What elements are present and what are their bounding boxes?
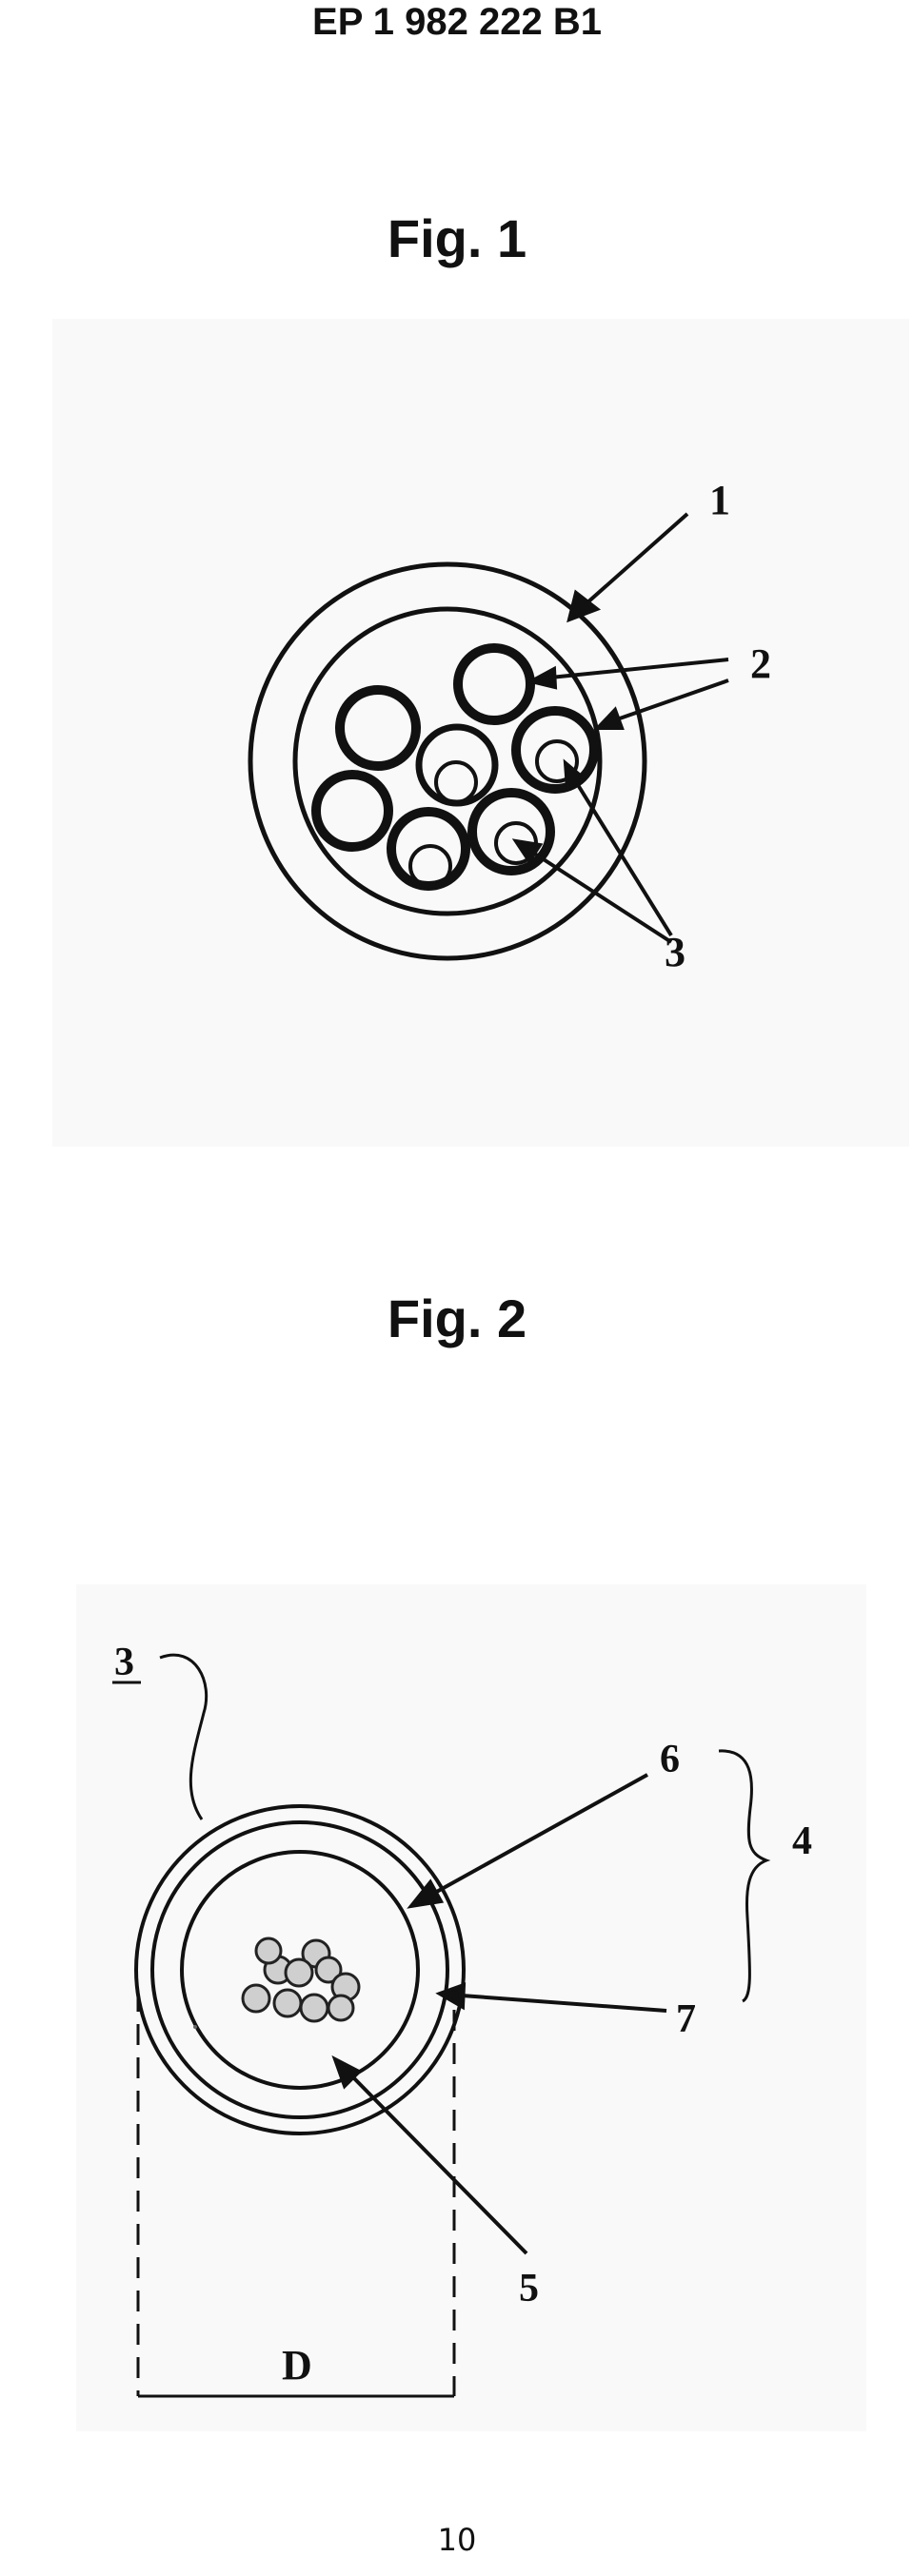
- document-header: EP 1 982 222 B1: [312, 1, 602, 43]
- arrowhead-3b: [511, 838, 544, 865]
- figure-2-label-3: 3: [114, 1641, 134, 1684]
- fiber-inner-coating: [150, 1820, 449, 2119]
- figure-2-scan-background: [76, 1584, 866, 2431]
- arrowhead-2a: [526, 665, 558, 690]
- figure-1-drawing: 1 2 3: [0, 314, 914, 1151]
- leader-line-5: [350, 2075, 528, 2255]
- page-number: 10: [437, 2522, 477, 2558]
- fiber-5: [311, 770, 393, 852]
- figure-2-drawing: 3 6: [0, 1580, 914, 2436]
- fiber-2: [335, 685, 421, 771]
- leader-line-2a: [549, 658, 729, 679]
- leader-line-3b: [531, 851, 673, 944]
- brace-4: [718, 1749, 771, 2003]
- leader-line-2b: [616, 678, 729, 721]
- arrowhead-1: [566, 589, 602, 623]
- arrowhead-3a: [563, 758, 587, 792]
- particle-cluster: [241, 1937, 361, 2023]
- fiber-4: [511, 706, 599, 794]
- arrowhead-2b: [593, 706, 625, 730]
- figure-2-label-4: 4: [792, 1819, 812, 1863]
- arrowhead-7: [435, 1982, 467, 2011]
- figure-2-title: Fig. 2: [387, 1288, 527, 1348]
- leader-line-6: [432, 1773, 648, 1896]
- figure-2-label-d: D: [282, 2342, 312, 2389]
- figure-2-label-6: 6: [660, 1738, 680, 1781]
- arrowhead-6: [407, 1878, 445, 1909]
- fiber-6-core: [408, 844, 452, 888]
- leader-line-1: [584, 512, 689, 606]
- figure-2-label-7: 7: [676, 1997, 696, 2041]
- leader-line-3a: [573, 778, 673, 937]
- cable-outer-sheath: [248, 561, 647, 961]
- fiber-3-core: [434, 760, 478, 804]
- figure-1-label-2: 2: [750, 640, 771, 687]
- figure-1-title: Fig. 1: [387, 208, 527, 268]
- fiber-4-core: [535, 739, 579, 783]
- figure-1-label-1: 1: [709, 477, 730, 523]
- figure-2-label-5: 5: [519, 2267, 539, 2311]
- fiber-core-cladding: [180, 1850, 420, 2090]
- label-3-leader-squiggle: [159, 1653, 209, 1820]
- fiber-7: [467, 788, 555, 875]
- arrowhead-5: [331, 2055, 363, 2090]
- cable-inner-sheath: [292, 606, 603, 916]
- leader-line-7: [461, 1994, 667, 2013]
- fiber-outer-coating: [134, 1804, 466, 2135]
- fiber-1: [453, 643, 535, 725]
- figure-1-label-3: 3: [665, 929, 686, 975]
